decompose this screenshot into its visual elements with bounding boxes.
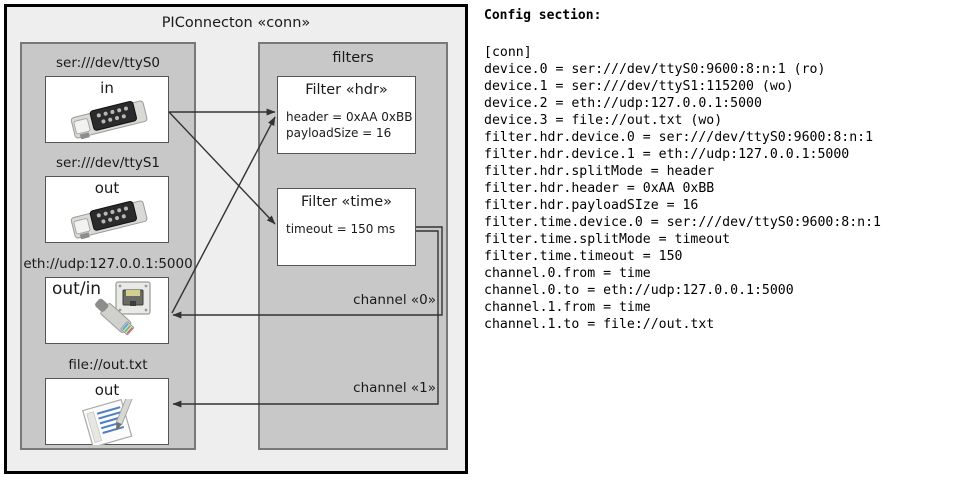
filter-box-hdr[interactable]: Filter «hdr» header = 0xAA 0xBB payloadS… <box>277 76 416 154</box>
device-io-eth: out/in <box>52 279 102 299</box>
ethernet-jack-icon <box>90 280 162 346</box>
filter-prop-timeout: timeout = 150 ms <box>286 222 396 236</box>
filter-title-hdr: Filter «hdr» <box>305 82 388 98</box>
device-label-eth: eth://udp:127.0.0.1:5000 <box>23 256 193 272</box>
config-heading: Config section: <box>484 8 602 23</box>
config-line: filter.hdr.device.0 = ser:///dev/ttyS0:9… <box>484 130 874 145</box>
device-io-ttys0: in <box>100 79 114 97</box>
filter-prop-header: header = 0xAA 0xBB <box>286 110 413 124</box>
config-line: channel.1.to = file://out.txt <box>484 317 715 332</box>
device-box-ttys0[interactable]: in <box>45 76 169 143</box>
filters-group-title: filters <box>332 50 374 66</box>
config-line: filter.time.splitMode = timeout <box>484 232 731 247</box>
serial-port-icon <box>66 199 152 243</box>
config-line: filter.hdr.payloadSIze = 16 <box>484 198 699 213</box>
device-label-ttys1: ser:///dev/ttyS1 <box>56 155 160 171</box>
config-line: filter.hdr.splitMode = header <box>484 164 715 179</box>
config-panel: Config section: [conn] device.0 = ser:///… <box>478 0 964 484</box>
device-io-file: out <box>94 381 120 399</box>
filter-box-time[interactable]: Filter «time» timeout = 150 ms <box>277 188 416 266</box>
config-line: channel.1.from = time <box>484 300 651 315</box>
config-line: device.2 = eth://udp:127.0.0.1:5000 <box>484 96 762 111</box>
config-line: filter.hdr.device.1 = eth://udp:127.0.0.… <box>484 147 850 162</box>
config-text: [conn] device.0 = ser:///dev/ttyS0:9600:8… <box>484 44 881 333</box>
channel-label-0: channel «0» <box>353 292 436 308</box>
diagram-title: PIConnecton «conn» <box>161 15 311 31</box>
channel-label-1: channel «1» <box>353 380 436 396</box>
device-box-file[interactable]: out <box>45 378 169 448</box>
config-line: filter.hdr.header = 0xAA 0xBB <box>484 181 715 196</box>
device-box-eth[interactable]: out/in <box>45 277 169 344</box>
architecture-diagram: PIConnecton «conn» ser:///dev/ttyS0 in <box>0 0 478 484</box>
config-line: device.0 = ser:///dev/ttyS0:9600:8:n:1 (… <box>484 62 826 77</box>
filter-title-time: Filter «time» <box>300 194 393 210</box>
filter-prop-payloadsize: payloadSize = 16 <box>286 126 392 140</box>
device-box-ttys1[interactable]: out <box>45 176 169 243</box>
config-line: filter.time.timeout = 150 <box>484 249 683 264</box>
config-line: channel.0.to = eth://udp:127.0.0.1:5000 <box>484 283 794 298</box>
text-file-icon <box>79 390 145 449</box>
config-line: device.1 = ser:///dev/ttyS1:115200 (wo) <box>484 79 794 94</box>
serial-port-icon <box>66 99 152 143</box>
config-line: filter.time.device.0 = ser:///dev/ttyS0:… <box>484 215 881 230</box>
config-line: device.3 = file://out.txt (wo) <box>484 113 723 128</box>
config-line: [conn] <box>484 45 532 60</box>
config-line: channel.0.from = time <box>484 266 651 281</box>
device-label-file: file://out.txt <box>68 357 148 373</box>
device-label-ttys0: ser:///dev/ttyS0 <box>56 55 160 71</box>
device-io-ttys1: out <box>94 179 120 197</box>
